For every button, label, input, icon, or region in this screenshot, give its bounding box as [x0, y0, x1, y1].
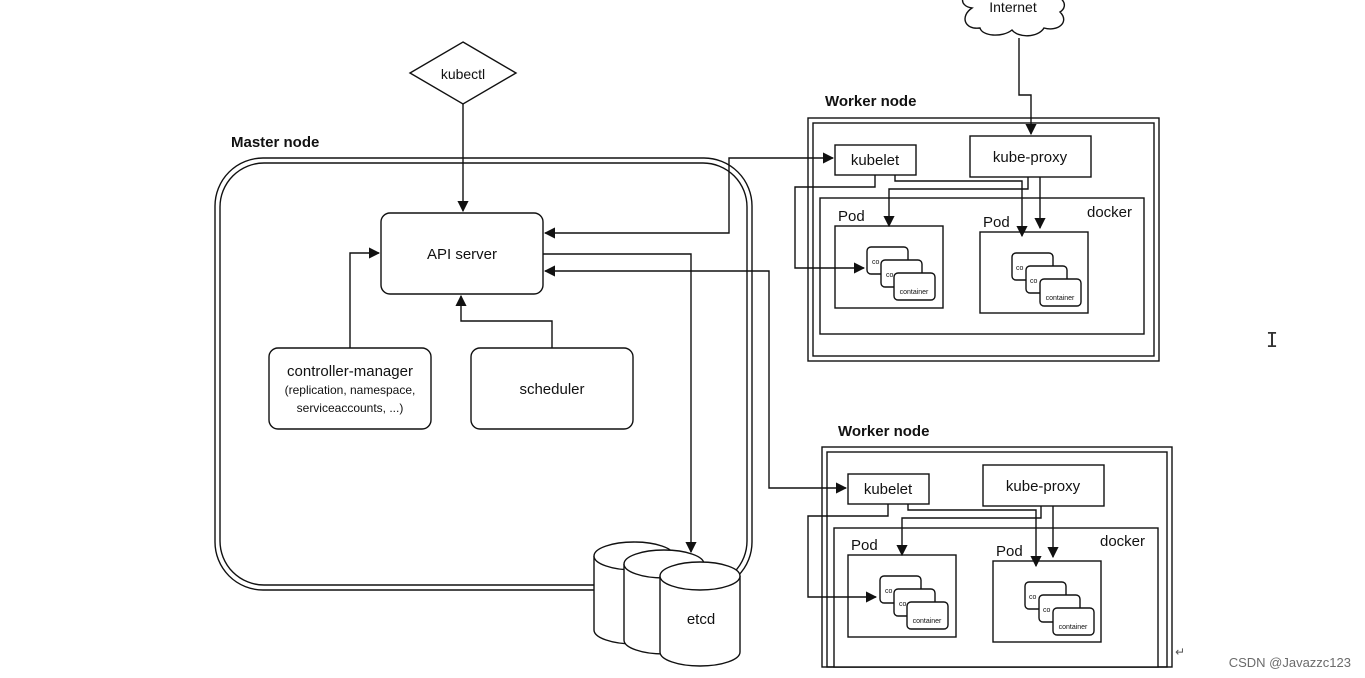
- worker-node-2-title: Worker node: [838, 423, 929, 440]
- kube-proxy-1: kube-proxy: [969, 135, 1092, 178]
- kubectl-label: kubectl: [441, 66, 485, 82]
- scheduler: scheduler: [470, 347, 634, 430]
- container-label: container: [1046, 295, 1075, 302]
- internet-cloud: Internet: [961, 0, 1065, 37]
- internet-label: Internet: [989, 0, 1037, 15]
- kubelet-2: kubelet: [847, 473, 930, 505]
- etcd-database: etcd: [593, 541, 741, 667]
- container-label: container: [1059, 624, 1088, 631]
- kube-proxy-1-label: kube-proxy: [993, 149, 1068, 166]
- api-server-label: API server: [427, 246, 497, 263]
- controller-manager: controller-manager (replication, namespa…: [268, 347, 432, 430]
- pod-2-1-label: Pod: [851, 537, 878, 554]
- svg-text:co: co: [1029, 594, 1037, 601]
- kubelet-2-label: kubelet: [864, 481, 913, 498]
- docker-2-label: docker: [1100, 533, 1145, 550]
- svg-text:co: co: [872, 259, 880, 266]
- return-mark-icon: ↵: [1175, 645, 1186, 659]
- kubelet-1-label: kubelet: [851, 152, 900, 169]
- kubectl-node: kubectl: [408, 41, 518, 105]
- text-cursor-icon: I: [1266, 328, 1279, 352]
- pod-1-2: Pod co co container: [979, 214, 1089, 314]
- svg-text:co: co: [886, 272, 894, 279]
- container-label: container: [900, 289, 929, 296]
- svg-text:co: co: [1043, 607, 1051, 614]
- pod-1-1: Pod co co container: [834, 208, 944, 309]
- worker-node-1-title: Worker node: [825, 93, 916, 110]
- pod-1-2-label: Pod: [983, 214, 1010, 231]
- kube-proxy-2: kube-proxy: [982, 464, 1105, 507]
- worker-connectors: [543, 38, 1059, 603]
- controller-manager-label: controller-manager: [287, 363, 413, 380]
- master-node-title: Master node: [231, 134, 319, 151]
- kube-proxy-2-label: kube-proxy: [1006, 478, 1081, 495]
- controller-manager-detail-1: (replication, namespace,: [285, 383, 416, 397]
- api-server: API server: [380, 212, 544, 295]
- watermark: CSDN @Javazzc123: [1228, 655, 1351, 670]
- svg-text:co: co: [1030, 278, 1038, 285]
- kubelet-1: kubelet: [834, 144, 917, 176]
- docker-1-label: docker: [1087, 204, 1132, 221]
- scheduler-label: scheduler: [519, 381, 584, 398]
- svg-text:co: co: [1016, 265, 1024, 272]
- svg-text:co: co: [885, 588, 893, 595]
- container-label: container: [913, 618, 942, 625]
- pod-2-2-label: Pod: [996, 543, 1023, 560]
- svg-text:co: co: [899, 601, 907, 608]
- pod-2-2: Pod co co container: [992, 543, 1102, 643]
- pod-1-1-label: Pod: [838, 208, 865, 225]
- controller-manager-detail-2: serviceaccounts, ...): [297, 401, 404, 415]
- etcd-label: etcd: [687, 611, 715, 628]
